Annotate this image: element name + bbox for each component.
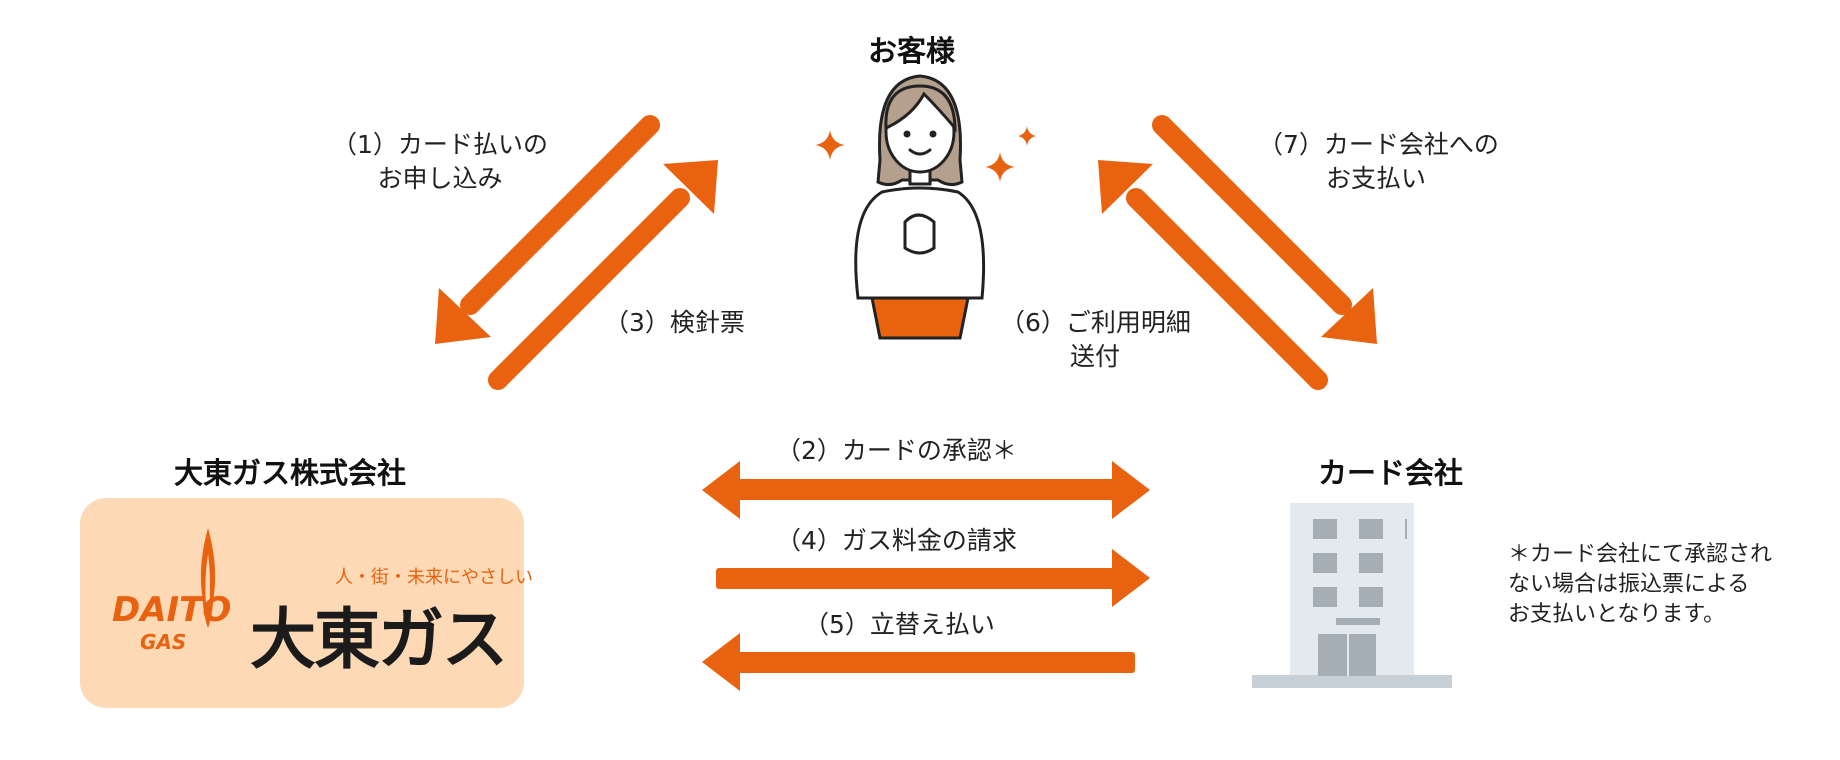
logo-tagline: 人・街・未来にやさしい xyxy=(335,567,533,588)
step-7-label: （7）カード会社へのお支払い xyxy=(1258,130,1499,193)
logo-mark-daito: DAITO xyxy=(112,590,232,630)
step-6-label: （6）ご利用明細送付 xyxy=(1000,308,1191,371)
arrow-1-application xyxy=(435,115,660,344)
customer-illustration xyxy=(815,74,1036,340)
card-company-building-icon xyxy=(1252,503,1452,688)
arrow-7-payment xyxy=(1152,115,1377,344)
logo-mark-gas: GAS xyxy=(140,630,187,654)
step-1-label: （1）カード払いのお申し込み xyxy=(332,130,548,193)
arrow-2-card-approval xyxy=(702,461,1150,519)
arrow-3-meter-slip xyxy=(488,160,718,390)
step-2-label: （2）カードの承認＊ xyxy=(776,436,1017,465)
logo-name: 大東ガス xyxy=(250,601,508,678)
step-4-label: （4）ガス料金の請求 xyxy=(776,526,1017,555)
customer-title: お客様 xyxy=(868,34,956,68)
sparkle-icon xyxy=(985,152,1015,182)
gas-company-logo: DAITO GAS 人・街・未来にやさしい 大東ガス xyxy=(80,498,533,708)
arrow-6-statement xyxy=(1098,160,1328,390)
arrow-5-reimbursement xyxy=(702,633,1135,691)
step-3-label: （3）検針票 xyxy=(604,308,745,337)
step-5-label: （5）立替え払い xyxy=(804,610,995,639)
gas-company-title: 大東ガス株式会社 xyxy=(174,456,407,490)
sparkle-icon xyxy=(815,130,845,160)
arrow-4-gas-bill xyxy=(716,549,1150,607)
card-company-title: カード会社 xyxy=(1318,456,1464,490)
sparkle-icon xyxy=(1018,126,1036,146)
approval-footnote: ＊カード会社にて承認され ない場合は振込票による お支払いとなります。 xyxy=(1508,542,1773,627)
flame-icon xyxy=(200,528,216,628)
